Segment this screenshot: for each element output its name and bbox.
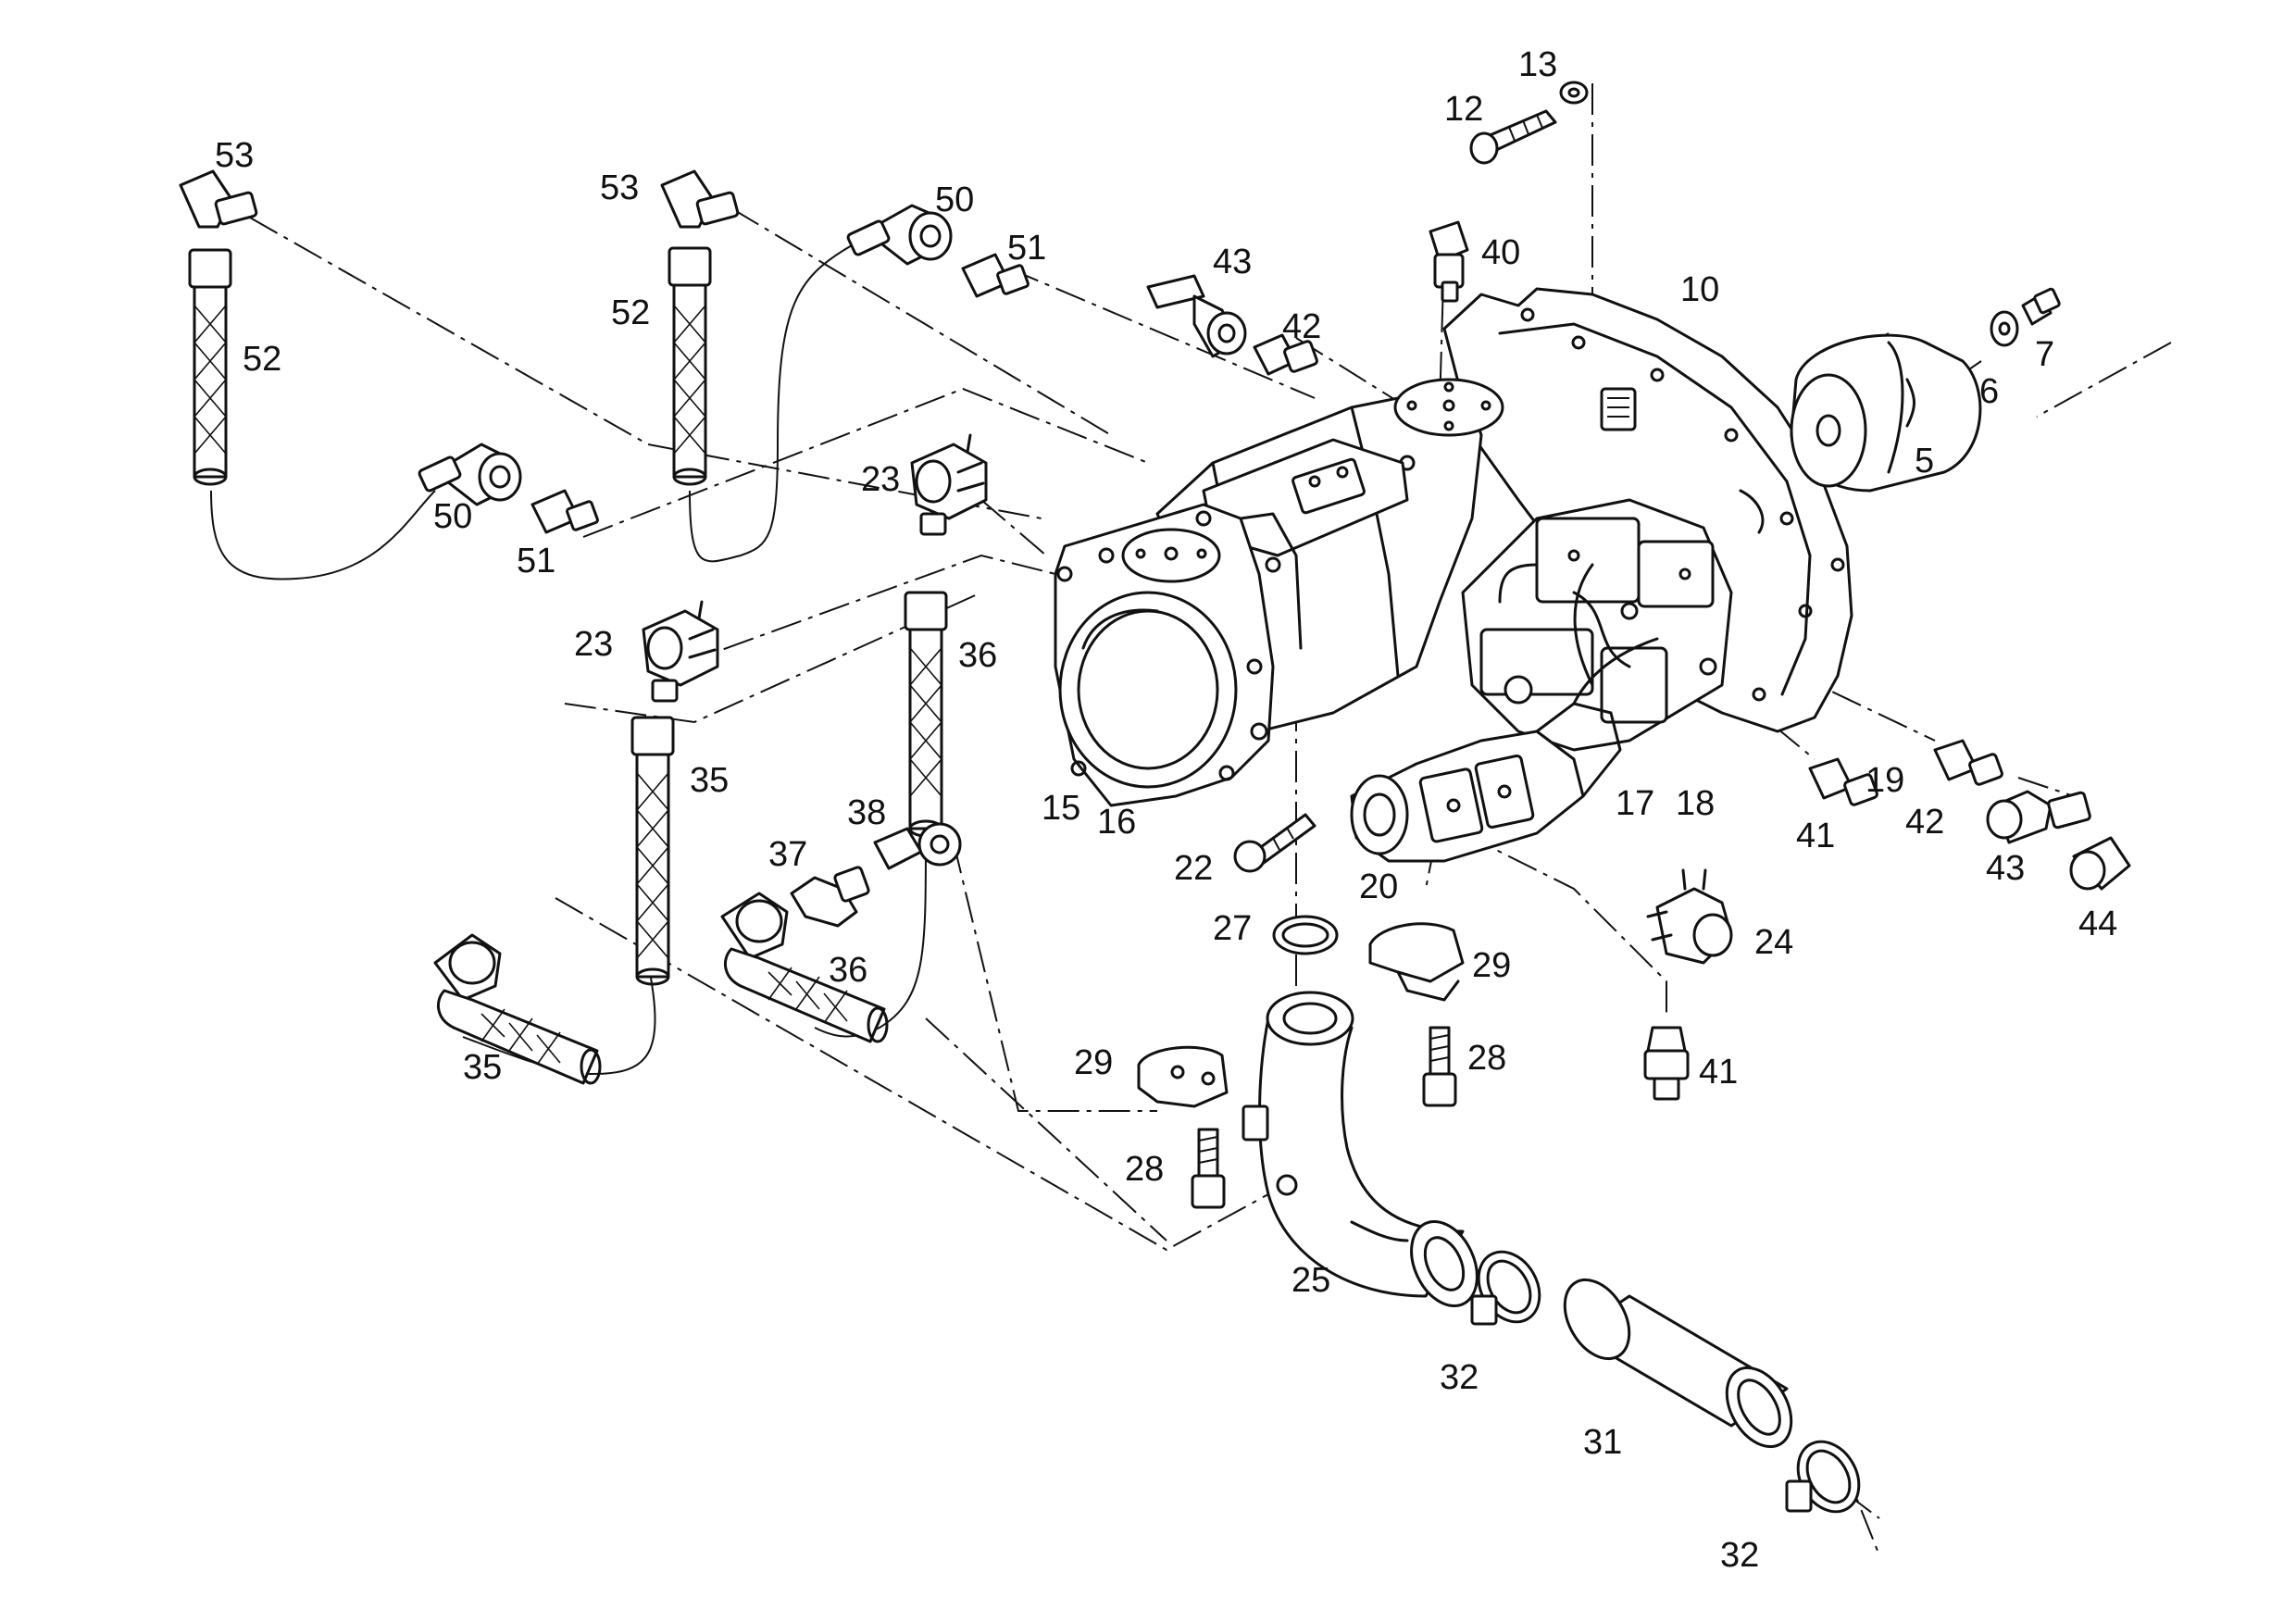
hose-routings: [210, 244, 927, 1076]
callout-18: 18: [1676, 784, 1715, 823]
fitting-40: [1429, 220, 1469, 303]
callout-7: 7: [2035, 335, 2054, 374]
callout-36-lower: 36: [829, 951, 867, 990]
callout-25: 25: [1292, 1261, 1330, 1300]
callout-36-upper: 36: [958, 636, 997, 675]
callout-23-lower: 23: [574, 625, 613, 664]
bolt-28-upper: [1429, 1026, 1451, 1076]
callout-44: 44: [2078, 905, 2117, 943]
callout-52-left: 52: [243, 340, 281, 379]
callout-19: 19: [1866, 761, 1904, 800]
callout-53-center: 53: [600, 168, 639, 207]
callout-labels: 5 6 7 10 12 13 15 16 17 18 19 20 22 23 2…: [215, 45, 2117, 1575]
callout-50-center: 50: [935, 181, 974, 219]
callout-32-upper: 32: [1440, 1358, 1479, 1397]
leader-lines: [249, 83, 2172, 1556]
callout-13: 13: [1518, 45, 1557, 84]
bolt-washer-12-13: [1469, 81, 1589, 165]
callout-32-lower: 32: [1720, 1536, 1759, 1575]
fitting-41-upper: [1808, 757, 1853, 800]
clamp-half-29-upper: [1368, 922, 1465, 983]
callout-6: 6: [1979, 372, 1999, 411]
callout-17: 17: [1616, 784, 1654, 823]
callout-42-right: 42: [1905, 803, 1944, 842]
callout-24: 24: [1754, 923, 1793, 962]
callout-27: 27: [1213, 909, 1252, 948]
fittings-right: [1808, 739, 2131, 891]
suction-elbow-25: [1242, 991, 1479, 1308]
callout-29-upper: 29: [1472, 946, 1511, 985]
callout-35-lower: 35: [463, 1048, 502, 1087]
callout-40: 40: [1481, 233, 1520, 272]
callout-29-lower: 29: [1074, 1043, 1113, 1082]
callout-22: 22: [1174, 849, 1213, 888]
hose-35-elbow: [433, 933, 602, 1085]
callout-31: 31: [1583, 1423, 1622, 1462]
fitting-42-right: [1933, 739, 1978, 781]
washer-13: [1559, 81, 1589, 105]
callout-16: 16: [1097, 803, 1136, 842]
callout-37: 37: [768, 835, 807, 874]
transmission-assembly: [1054, 287, 1853, 863]
clamp-block-24: [1646, 868, 1733, 965]
callout-20: 20: [1359, 867, 1398, 906]
callout-12: 12: [1444, 90, 1483, 129]
fitting-41-lower: [1643, 1026, 1690, 1101]
banjo-fittings: [642, 433, 988, 703]
housing-cover: [1058, 591, 1238, 789]
clamp-half-29-lower: [1137, 1045, 1229, 1108]
filter-group: [1790, 287, 2061, 493]
tee-fittings: [418, 204, 1029, 534]
bolt-28-lower: [1197, 1128, 1219, 1178]
callout-35-upper: 35: [690, 761, 729, 800]
callout-52-center: 52: [611, 293, 650, 332]
callout-53-left: 53: [215, 136, 254, 175]
callout-5: 5: [1915, 442, 1934, 480]
fittings-37-38: [790, 822, 962, 928]
hose-assembly-left: [179, 169, 258, 486]
hose-nut-52-center: [668, 246, 712, 287]
hose-35-vertical: [630, 716, 675, 986]
hose-36-vertical: [904, 591, 948, 838]
clamp-halves: [1137, 922, 1465, 1209]
callout-41-lower: 41: [1699, 1053, 1738, 1092]
callout-51-left: 51: [517, 542, 555, 580]
hose-assembly-center: [660, 169, 740, 486]
callout-28-lower: 28: [1125, 1150, 1164, 1189]
suction-hose-group: [1470, 1250, 1861, 1514]
callout-10: 10: [1680, 270, 1719, 309]
callout-43-top: 43: [1213, 243, 1252, 281]
callout-15: 15: [1042, 789, 1080, 828]
callout-51-center: 51: [1007, 229, 1046, 268]
callout-23-upper: 23: [861, 460, 900, 499]
callout-28-upper: 28: [1467, 1039, 1506, 1078]
hose-nut-52-left: [188, 248, 232, 289]
washer-6: [1990, 310, 2019, 347]
callout-38: 38: [847, 793, 886, 832]
callout-50-left: 50: [433, 497, 472, 536]
bolt-22: [1233, 813, 1316, 873]
fittings-42-43-top: [1146, 274, 1318, 376]
callout-41-upper: 41: [1796, 817, 1835, 855]
callout-43-right: 43: [1986, 849, 2025, 888]
hose-36-elbow: [720, 892, 889, 1043]
callout-42-top: 42: [1282, 307, 1321, 346]
